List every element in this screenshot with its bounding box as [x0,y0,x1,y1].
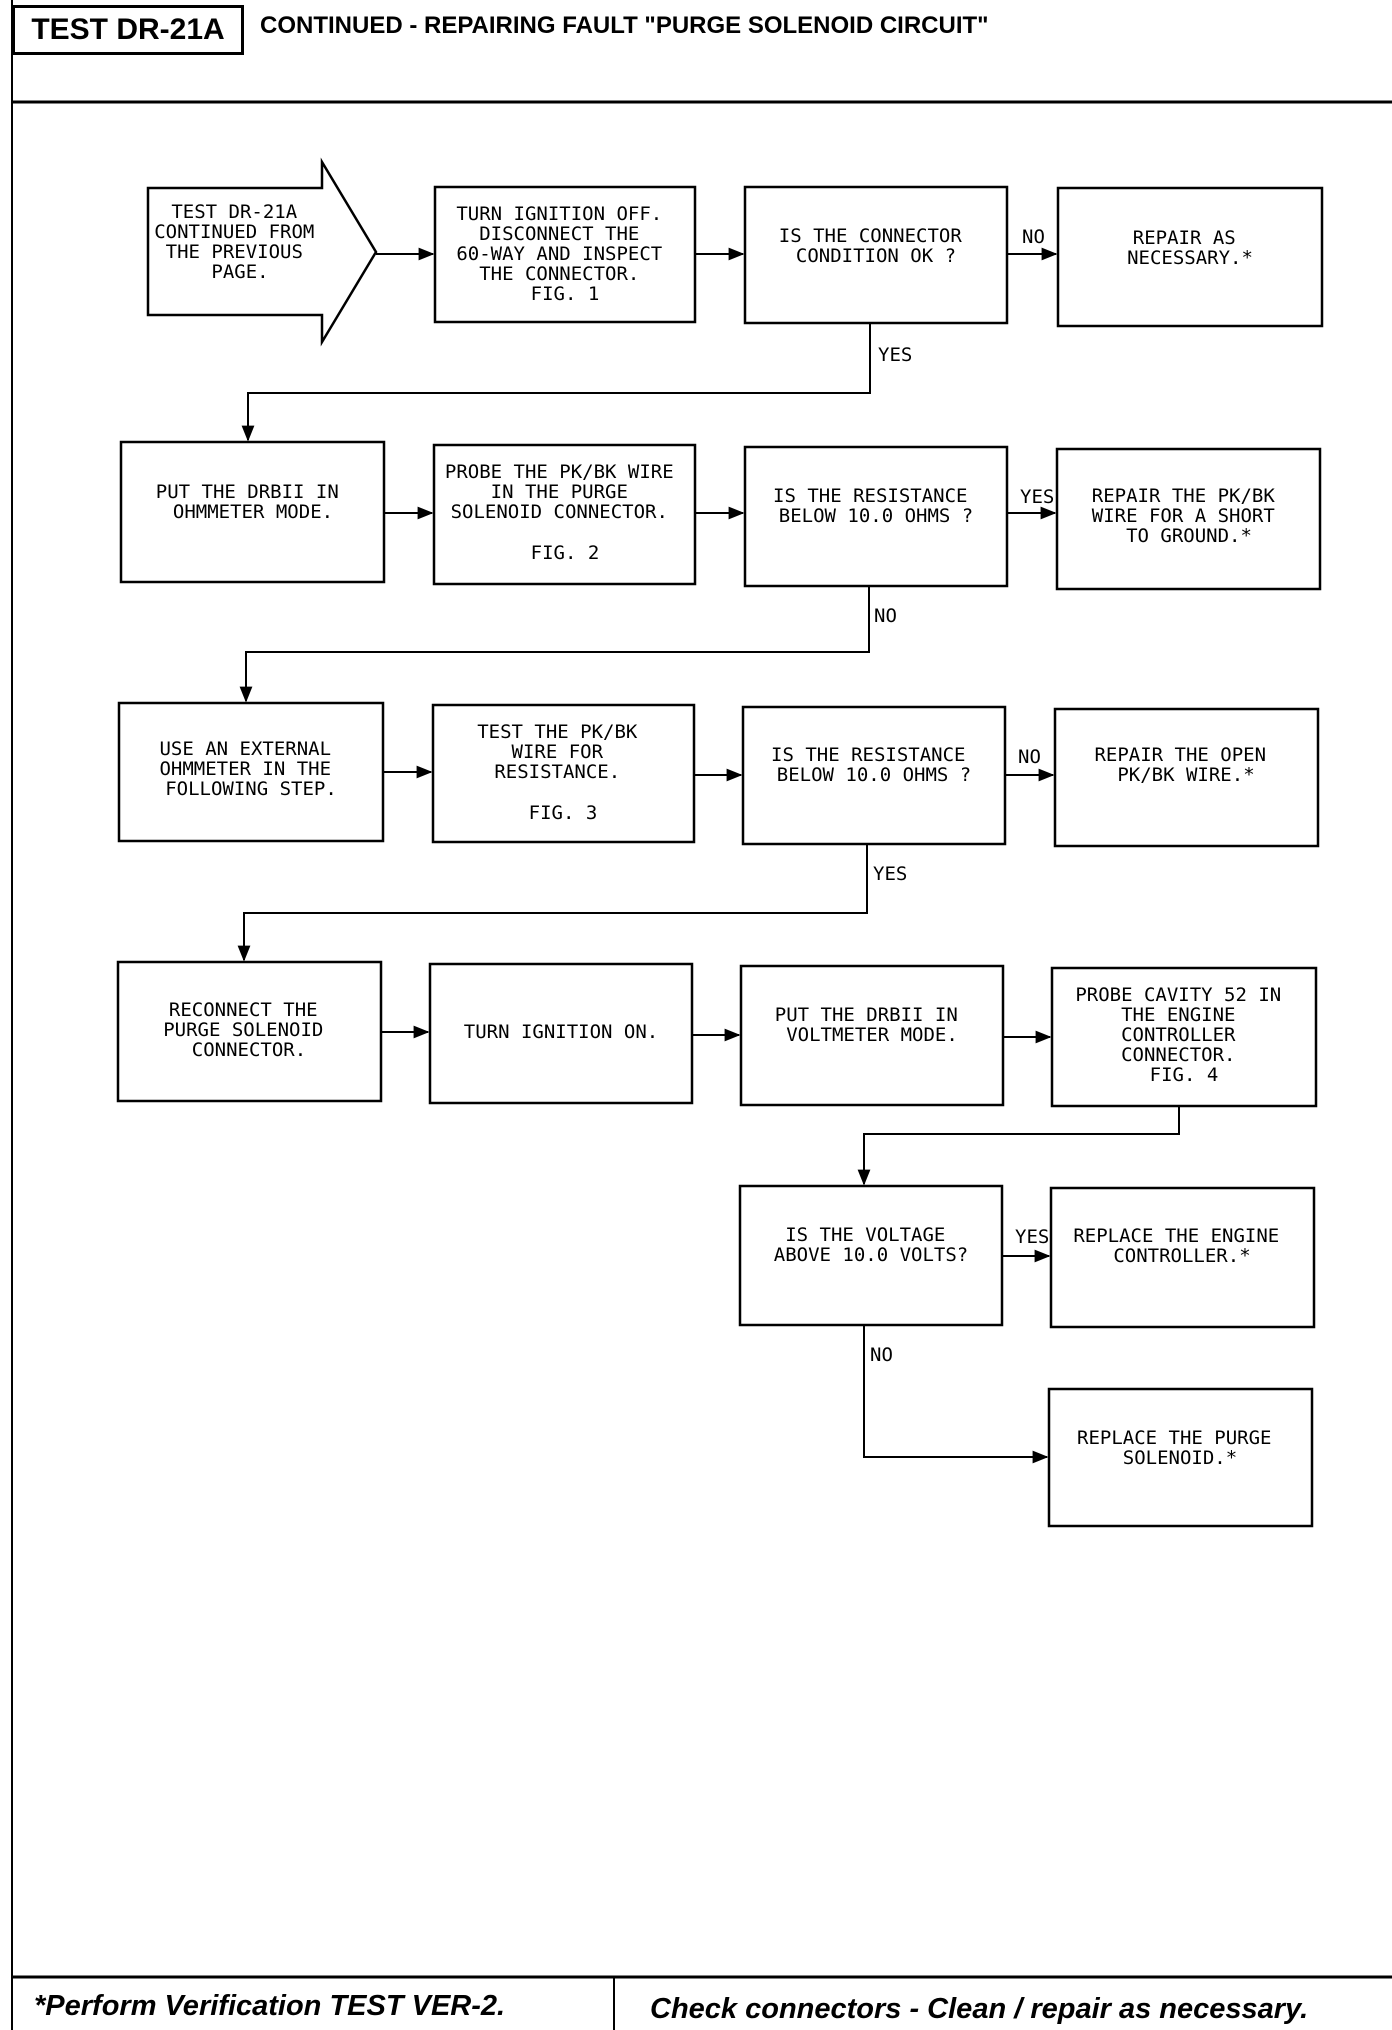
page-title: CONTINUED - REPAIRING FAULT "PURGE SOLEN… [260,12,989,39]
label-yes-4: YES [1015,1226,1049,1248]
connectors [237,247,1180,1464]
footer-verification-note: *Perform Verification TEST VER-2. [34,1990,506,2022]
test-id-box: TEST DR-21A [12,5,244,55]
label-no-1: NO [1022,226,1045,248]
result-repair-short: REPAIR THE PK/BK WIRE FOR A SHORT TO GRO… [1055,447,1322,591]
label-no-4: NO [870,1344,893,1366]
step-ignition-off: TURN IGNITION OFF. DISCONNECT THE 60-WAY… [433,185,697,324]
svg-text:REPLACE THE PURGE SOLE: REPLACE THE PURGE SOLENOID.* [1077,1427,1283,1469]
step-ignition-on: TURN IGNITION ON. [428,962,694,1105]
svg-text:REPAIR THE OPEN PK/BK: REPAIR THE OPEN PK/BK WIRE.* [1094,744,1277,786]
svg-text:IS THE VOLTAGE ABOVE 1: IS THE VOLTAGE ABOVE 10.0 VOLTS? [774,1224,968,1266]
decision-connector-ok: IS THE CONNECTOR CONDITION OK ? [743,185,1009,325]
svg-text:TEST THE PK/BK WIRE FO: TEST THE PK/BK WIRE FOR RESISTANCE. FIG.… [477,721,649,824]
start-line-4: PAGE. [211,261,268,283]
svg-text:PUT THE DRBII IN OHMME: PUT THE DRBII IN OHMMETER MODE. [156,481,350,523]
label-yes-2: YES [1020,486,1054,508]
start-arrow: TEST DR-21A CONTINUED FROM THE PREVIOUS … [146,157,378,347]
start-line-3: THE PREVIOUS [166,241,303,263]
result-replace-controller: REPLACE THE ENGINE CONTROLLER.* [1049,1186,1316,1329]
step-test-pkbk: TEST THE PK/BK WIRE FOR RESISTANCE. FIG.… [431,703,696,844]
svg-text:USE AN EXTERNAL OHMMET: USE AN EXTERNAL OHMMETER IN THE FOLLOWIN… [159,738,342,800]
page-frame [11,0,1392,2030]
svg-text:TURN IGNITION ON.: TURN IGNITION ON. [464,1021,658,1043]
label-no-3: NO [1018,746,1041,768]
result-repair-as-necessary: REPAIR AS NECESSARY.* [1056,186,1324,328]
footer-connector-note: Check connectors - Clean / repair as nec… [650,1993,1309,2025]
start-line-1: TEST DR-21A [171,201,297,223]
svg-text:PUT THE DRBII IN VOLTM: PUT THE DRBII IN VOLTMETER MODE. [775,1004,969,1046]
svg-text:IS THE RESISTANCE BELO: IS THE RESISTANCE BELOW 10.0 OHMS ? [771,744,977,786]
step-external-ohmmeter: USE AN EXTERNAL OHMMETER IN THE FOLLOWIN… [117,701,385,843]
decision-resistance-1: IS THE RESISTANCE BELOW 10.0 OHMS ? [743,445,1009,588]
result-replace-solenoid: REPLACE THE PURGE SOLENOID.* [1047,1387,1314,1528]
svg-text:REPLACE THE ENGINE CON: REPLACE THE ENGINE CONTROLLER.* [1073,1225,1290,1267]
label-no-2: NO [874,605,897,627]
result-repair-open: REPAIR THE OPEN PK/BK WIRE.* [1053,707,1320,848]
step-probe-pkbk: PROBE THE PK/BK WIRE IN THE PURGE SOLENO… [432,443,697,586]
step-drbii-ohmmeter: PUT THE DRBII IN OHMMETER MODE. [119,440,386,584]
svg-text:TURN IGNITION OFF. DIS: TURN IGNITION OFF. DISCONNECT THE 60-WAY… [456,203,673,305]
decision-voltage: IS THE VOLTAGE ABOVE 10.0 VOLTS? [738,1184,1004,1327]
step-reconnect: RECONNECT THE PURGE SOLENOID CONNECTOR. [116,960,383,1103]
label-yes-1: YES [878,344,912,366]
svg-text:REPAIR THE PK/BK WIRE: REPAIR THE PK/BK WIRE FOR A SHORT TO GRO… [1092,485,1286,547]
svg-text:RECONNECT THE PURGE SO: RECONNECT THE PURGE SOLENOID CONNECTOR. [163,999,335,1061]
label-yes-3: YES [873,863,907,885]
svg-text:IS THE CONNECTOR CONDI: IS THE CONNECTOR CONDITION OK ? [779,225,973,267]
svg-text:IS THE RESISTANCE BELO: IS THE RESISTANCE BELOW 10.0 OHMS ? [773,485,979,527]
start-line-2: CONTINUED FROM [154,221,314,243]
svg-text:TEST DR-21A CONTINUED: TEST DR-21A CONTINUED FROM THE PREVIOUS … [154,201,326,283]
svg-text:REPAIR AS NECESSARY.*: REPAIR AS NECESSARY.* [1127,227,1253,269]
step-probe-cavity: PROBE CAVITY 52 IN THE ENGINE CONTROLLER… [1050,966,1318,1108]
step-drbii-voltmeter: PUT THE DRBII IN VOLTMETER MODE. [739,964,1005,1107]
decision-resistance-2: IS THE RESISTANCE BELOW 10.0 OHMS ? [741,705,1007,846]
svg-text:PROBE THE PK/BK WIRE I: PROBE THE PK/BK WIRE IN THE PURGE SOLENO… [445,461,685,564]
svg-text:PROBE CAVITY 52 IN THE: PROBE CAVITY 52 IN THE ENGINE CONTROLLER… [1075,984,1292,1086]
